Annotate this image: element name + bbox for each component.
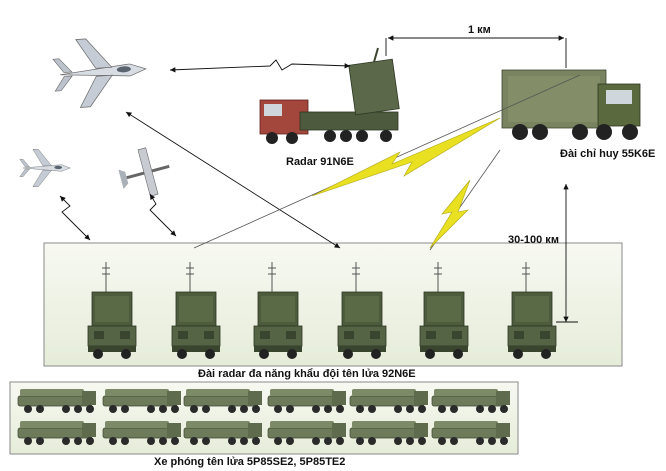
radar-truck-icon xyxy=(259,47,400,144)
lightning-icon xyxy=(311,117,501,249)
fighter-jet-small-icon xyxy=(19,149,71,187)
fighter-jet-icon xyxy=(51,34,149,110)
distance-side-label: 30-100 км xyxy=(508,234,559,246)
distance-top-label: 1 км xyxy=(468,24,491,36)
uav-drone-icon xyxy=(118,147,170,197)
command-label: Đài chỉ huy 55K6E xyxy=(560,148,656,160)
launchers-label: Xe phóng tên lửa 5P85SE2, 5P85TE2 xyxy=(154,456,346,468)
radar-label: Radar 91N6E xyxy=(286,156,354,168)
command-truck-icon xyxy=(501,69,641,140)
fire-radar-label: Đài radar đa năng khẩu đội tên lửa 92N6E xyxy=(198,368,416,380)
